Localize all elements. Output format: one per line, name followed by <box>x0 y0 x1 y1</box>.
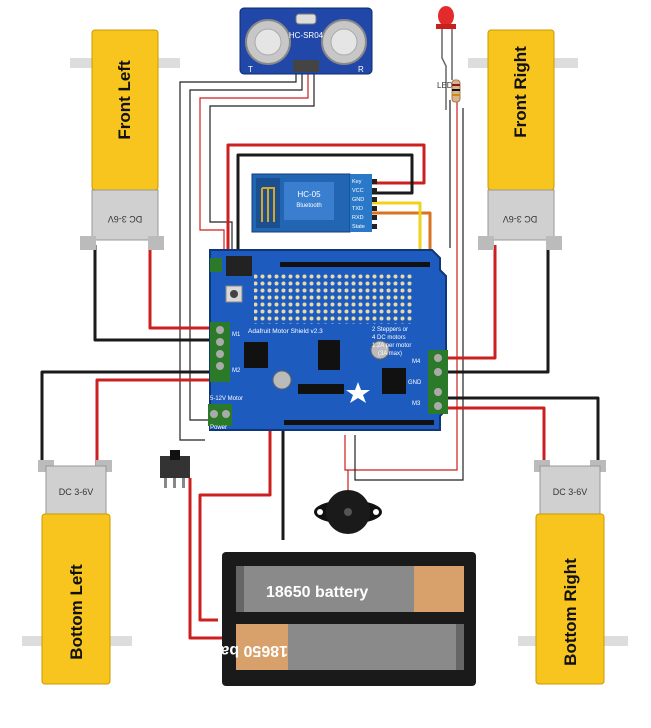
bt-pin-state: State <box>352 224 365 230</box>
shield-note-3: 1.2A per motor <box>372 343 411 349</box>
bt-module-sub: Bluetooth <box>296 203 321 209</box>
sensor-r-label: R <box>358 65 364 74</box>
gnd-label: GND <box>408 380 422 386</box>
resistor <box>451 79 461 103</box>
motor-front-left: Front Left DC 3-6V <box>70 29 180 250</box>
motor-bottom-left: DC 3-6V Bottom Left <box>22 460 132 685</box>
motor-front-right: Front Right DC 3-6V <box>468 29 578 250</box>
buzzer <box>314 490 382 534</box>
bt-pin-rxd: RXD <box>352 215 364 221</box>
shield-note-1: 2 Steppers or <box>372 327 408 333</box>
bt-pin-key: Key <box>352 179 362 185</box>
power-switch <box>160 450 190 488</box>
motor-spec-br: DC 3-6V <box>553 487 588 497</box>
battery-2-label: 18650 battery <box>186 642 288 659</box>
bt-pin-vcc: VCC <box>352 188 364 194</box>
motor-spec-bl: DC 3-6V <box>59 487 94 497</box>
m2-label: M2 <box>232 368 241 374</box>
bt-module-label: HC-05 <box>297 190 321 199</box>
battery-1-label: 18650 battery <box>266 584 368 601</box>
m1-label: M1 <box>232 332 241 338</box>
bt-pin-gnd: GND <box>352 197 364 203</box>
motor-bottom-right: DC 3-6V Bottom Right <box>518 460 628 685</box>
bt-pin-txd: TXD <box>352 206 363 212</box>
sensor-t-label: T <box>248 65 253 74</box>
motor-shield: Adafruit Motor Shield v2.3 2 Steppers or… <box>208 249 448 431</box>
power-label: 5-12V Motor <box>210 396 243 402</box>
bluetooth-module: HC-05 Bluetooth Key VCC GND TXD RXD Stat… <box>251 173 377 233</box>
shield-title: Adafruit Motor Shield v2.3 <box>248 328 323 335</box>
front-right-motor-spec: DC 3-6V <box>503 214 538 224</box>
shield-note-4: (3A max) <box>378 351 402 357</box>
shield-note-2: 4 DC motors <box>372 335 406 341</box>
thin-wires <box>179 72 464 490</box>
bottom-left-label: Bottom Left <box>67 564 86 660</box>
front-right-label: Front Right <box>511 46 530 138</box>
m4-label: M4 <box>412 359 421 365</box>
bottom-right-label: Bottom Right <box>561 558 580 666</box>
ultrasonic-sensor: HC-SR04 T R <box>239 7 373 75</box>
sensor-label: HC-SR04 <box>289 31 324 40</box>
led-label: LED <box>437 81 453 90</box>
led: LED <box>436 6 456 110</box>
front-left-label: Front Left <box>115 60 134 140</box>
m3-label: M3 <box>412 401 421 407</box>
front-left-motor-spec: DC 3-6V <box>108 214 143 224</box>
power-label-2: Power <box>210 425 227 431</box>
battery-holder: 18650 battery 18650 battery <box>186 552 476 686</box>
